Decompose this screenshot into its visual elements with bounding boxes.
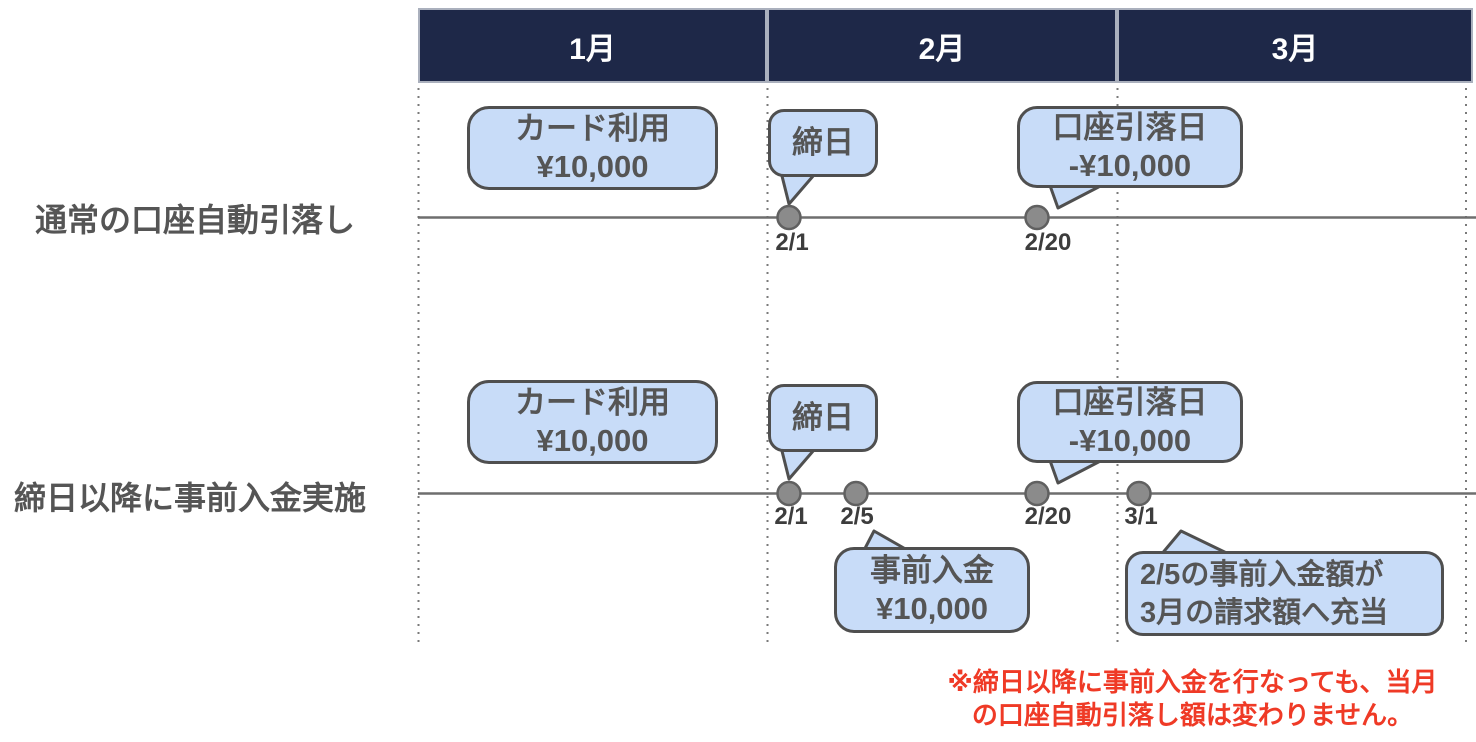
withdrawal-amount-row1: -¥10,000 <box>1068 148 1192 183</box>
card-usage-bubble-row2: カード利用 ¥10,000 <box>467 380 718 464</box>
dot-row2-3-1 <box>1126 480 1152 507</box>
allocation-line2: 3月の請求額へ充当 <box>1140 596 1389 629</box>
predeposit-title: 事前入金 <box>870 553 994 589</box>
month-label: 2月 <box>918 32 966 66</box>
withdrawal-title-row2: 口座引落日 <box>1052 385 1208 421</box>
predeposit-bubble: 事前入金 ¥10,000 <box>834 547 1030 633</box>
dot-row2-2-1 <box>776 480 802 507</box>
month-header-march: 3月 <box>1117 8 1473 83</box>
month-label: 3月 <box>1271 32 1319 66</box>
footnote: ※締日以降に事前入金を行なっても、当月 の口座自動引落し額は変わりません。 <box>925 666 1460 732</box>
date-label-row2-3-1: 3/1 <box>1124 503 1158 530</box>
footnote-line1: ※締日以降に事前入金を行なっても、当月 <box>947 667 1438 697</box>
card-usage-title-row1: カード利用 <box>515 111 670 147</box>
withdrawal-title-row1: 口座引落日 <box>1052 110 1208 146</box>
date-label-row2-2-1: 2/1 <box>774 503 808 530</box>
withdrawal-amount-row2: -¥10,000 <box>1068 423 1192 458</box>
month-label: 1月 <box>569 32 616 66</box>
closing-date-label-row2: 締日 <box>792 400 854 436</box>
card-usage-amount-row1: ¥10,000 <box>536 149 649 184</box>
date-label-row2-2-5: 2/5 <box>840 503 874 530</box>
withdrawal-bubble-row2: 口座引落日 -¥10,000 <box>1017 381 1243 463</box>
card-usage-title-row2: カード利用 <box>515 385 670 421</box>
card-usage-amount-row2: ¥10,000 <box>536 423 649 458</box>
date-label-row1-2-20: 2/20 <box>1024 229 1072 256</box>
date-label-row1-2-1: 2/1 <box>775 229 809 256</box>
closing-date-bubble-row1: 締日 <box>768 109 878 177</box>
dot-row2-2-5 <box>843 480 869 507</box>
dot-row1-2-1 <box>776 204 802 231</box>
allocation-bubble: 2/5の事前入金額が 3月の請求額へ充当 <box>1125 551 1444 636</box>
withdrawal-bubble-row1: 口座引落日 -¥10,000 <box>1017 106 1243 188</box>
row2-label: 締日以降に事前入金実施 <box>13 480 366 516</box>
dot-row2-2-20 <box>1024 480 1050 507</box>
footnote-line2: の口座自動引落し額は変わりません。 <box>971 700 1414 730</box>
closing-date-label-row1: 締日 <box>792 125 854 161</box>
month-header-february: 2月 <box>767 8 1117 83</box>
predeposit-amount: ¥10,000 <box>875 591 989 626</box>
date-label-row2-2-20: 2/20 <box>1024 503 1072 530</box>
row1-label: 通常の口座自動引落し <box>34 202 355 238</box>
card-usage-bubble-row1: カード利用 ¥10,000 <box>467 106 718 190</box>
month-header-january: 1月 <box>418 8 767 83</box>
allocation-line1: 2/5の事前入金額が <box>1140 558 1384 591</box>
closing-date-bubble-row2: 締日 <box>768 384 878 452</box>
dot-row1-2-20 <box>1024 204 1050 231</box>
